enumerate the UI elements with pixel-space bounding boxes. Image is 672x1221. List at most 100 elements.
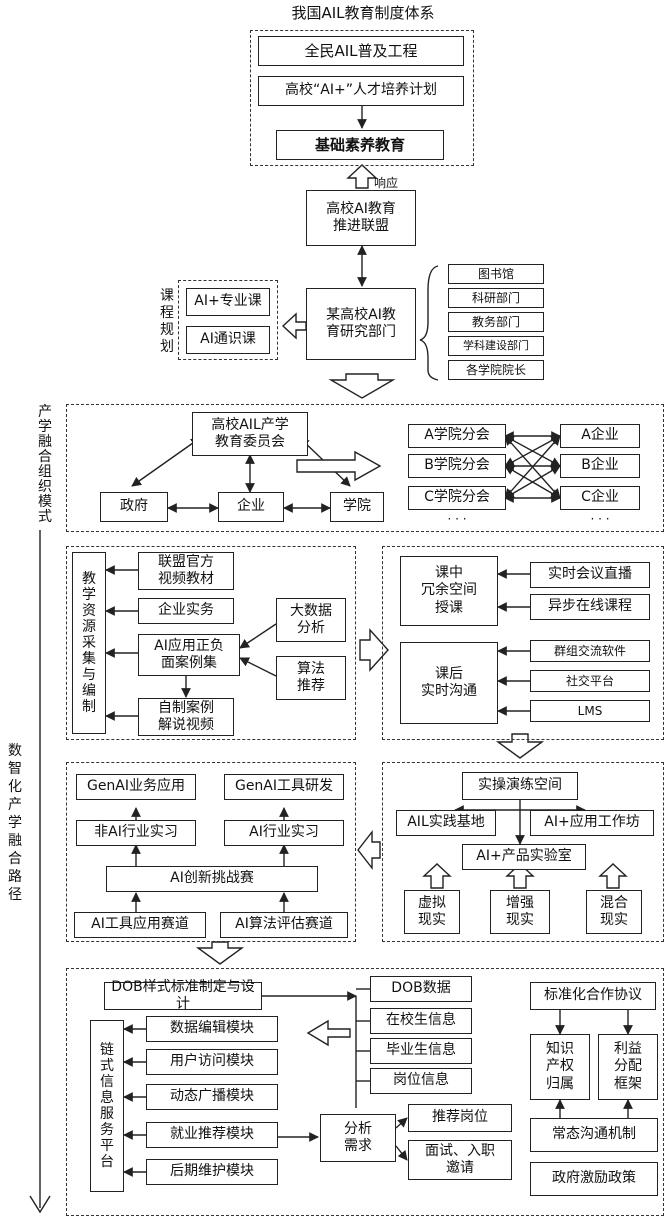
vr-up-arrow <box>422 863 452 889</box>
resource-case-set: AI应用正负 面案例集 <box>138 634 240 676</box>
curriculum-label: 课程规划 <box>160 288 174 355</box>
curriculum-general-box: AI通识课 <box>186 326 270 354</box>
delivery-practice-block-arrow <box>495 733 545 759</box>
lms-box: LMS <box>530 700 650 722</box>
competition-platform-block-arrow <box>195 941 245 965</box>
data-module-block-arrow <box>306 1019 351 1047</box>
platform-frame <box>66 968 664 1216</box>
mr-up-arrow <box>598 863 628 889</box>
async-course-box: 异步在线课程 <box>530 594 650 620</box>
company-c-box: C企业 <box>560 486 640 510</box>
resource-enterprise-practice: 企业实务 <box>138 598 234 624</box>
method-algorithm: 算法 推荐 <box>276 656 346 700</box>
data-jobs-box: 岗位信息 <box>370 1068 472 1094</box>
data-ticks <box>356 988 370 1082</box>
practice-workshop-box: AI+应用工作坊 <box>530 810 654 836</box>
alliance-box: 高校AI教育 推进联盟 <box>306 190 416 246</box>
genai-app-box: GenAI业务应用 <box>76 774 196 800</box>
after-class-box: 课后 实时沟通 <box>400 642 498 724</box>
mode-mr-box: 混合 现实 <box>586 890 642 934</box>
track-algorithm-box: AI算法评估赛道 <box>220 912 348 938</box>
module-data-edit: 数据编辑模块 <box>146 1016 278 1042</box>
block-arrows <box>195 164 628 1047</box>
basic-literacy-box: 基础素养教育 <box>276 130 444 160</box>
method-big-data: 大数据 分析 <box>276 598 346 642</box>
industry-model-label: 产学融合组织模式 <box>38 404 52 525</box>
branch-ellipsis: · · · <box>447 512 467 526</box>
competition-frame <box>66 762 356 942</box>
ip-box: 知识 产权 归属 <box>530 1034 590 1100</box>
track-tool-box: AI工具应用赛道 <box>74 912 206 938</box>
down-block-arrow-1 <box>328 373 396 399</box>
in-class-box: 课中 冗余空间 授课 <box>400 556 498 626</box>
path-label: 数智化产学融合路径 <box>8 743 22 903</box>
practice-base-box: AIL实践基地 <box>396 810 496 836</box>
branch-company-links <box>504 431 561 503</box>
company-b-box: B企业 <box>560 454 640 478</box>
curriculum-major-box: AI+专业课 <box>186 288 270 316</box>
committee-box: 高校AIL产学 教育委员会 <box>192 412 308 456</box>
support-dept-academic: 教务部门 <box>448 312 544 332</box>
branch-b-box: B学院分会 <box>408 454 506 478</box>
non-ai-intern-box: 非AI行业实习 <box>76 820 196 846</box>
branch-a-box: A学院分会 <box>408 424 506 448</box>
data-graduates-box: 毕业生信息 <box>370 1038 472 1064</box>
module-employment: 就业推荐模块 <box>146 1122 278 1148</box>
committee-gov-arrow <box>131 437 201 487</box>
page-title: 我国AIL教育制度体系 <box>291 4 435 22</box>
research-dept-box: 某高校AI教 育研究部门 <box>306 288 416 360</box>
respond-label: 响应 <box>374 176 399 190</box>
support-brace <box>419 265 439 381</box>
company-a-box: A企业 <box>560 424 640 448</box>
platform-side-label: 链式信息服务平台 <box>100 1042 114 1170</box>
government-box: 政府 <box>100 492 168 522</box>
company-ellipsis: · · · <box>590 512 610 526</box>
platform-side-box: 链式信息服务平台 <box>90 1020 124 1192</box>
delivery-arrows <box>497 569 530 716</box>
module-arrows <box>123 1024 146 1177</box>
support-dept-deans: 各学院院长 <box>448 360 544 380</box>
resources-side-box: 教学资源采集与编制 <box>72 552 106 734</box>
live-meeting-box: 实时会议直播 <box>530 562 650 588</box>
mode-ar-box: 增强 现实 <box>490 890 550 934</box>
practice-lab-box: AI+产品实验室 <box>462 844 586 870</box>
policy-box: 政府激励政策 <box>530 1162 658 1196</box>
support-dept-discipline: 学科建设部门 <box>448 336 544 356</box>
resources-frame <box>66 546 356 740</box>
profit-box: 利益 分配 框架 <box>598 1034 658 1100</box>
communication-box: 常态沟通机制 <box>530 1118 658 1152</box>
resource-alliance-video: 联盟官方 视频教材 <box>138 552 234 590</box>
to-curriculum-block-arrow <box>281 312 307 340</box>
ar-up-arrow <box>505 863 535 889</box>
curriculum-frame <box>178 280 278 360</box>
social-platform-box: 社交平台 <box>530 670 650 692</box>
group-chat-box: 群组交流软件 <box>530 640 650 662</box>
practice-frame <box>382 762 664 942</box>
path-axis-head <box>29 1195 51 1214</box>
support-dept-library: 图书馆 <box>448 264 544 284</box>
dob-standard-box: DOB样式标准制定与设计 <box>104 979 262 1012</box>
output-interview-box: 面试、入职 邀请 <box>408 1140 512 1180</box>
resources-side-label: 教学资源采集与编制 <box>82 571 96 715</box>
analysis-box: 分析 需求 <box>320 1114 396 1162</box>
competition-arrows <box>131 807 289 912</box>
practice-competition-block-arrow <box>357 829 381 871</box>
enterprise-box: 企业 <box>218 492 284 522</box>
module-broadcast: 动态广播模块 <box>146 1084 278 1110</box>
data-dob-box: DOB数据 <box>370 976 472 1002</box>
support-dept-research: 科研部门 <box>448 288 544 308</box>
resource-arrows <box>105 565 277 721</box>
college-box: 学院 <box>330 492 384 522</box>
module-user-access: 用户访问模块 <box>146 1049 278 1075</box>
challenge-box: AI创新挑战赛 <box>106 866 318 892</box>
genai-dev-box: GenAI工具研发 <box>224 774 344 800</box>
branch-c-box: C学院分会 <box>408 486 506 510</box>
national-system-frame <box>250 30 474 166</box>
cooperation-box: 标准化合作协议 <box>530 982 656 1010</box>
respond-block-arrow <box>346 164 378 189</box>
resources-delivery-block-arrow <box>359 628 389 672</box>
data-students-box: 在校生信息 <box>370 1008 472 1034</box>
talent-plan-box: 高校“AI+”人才培养计划 <box>258 76 464 106</box>
